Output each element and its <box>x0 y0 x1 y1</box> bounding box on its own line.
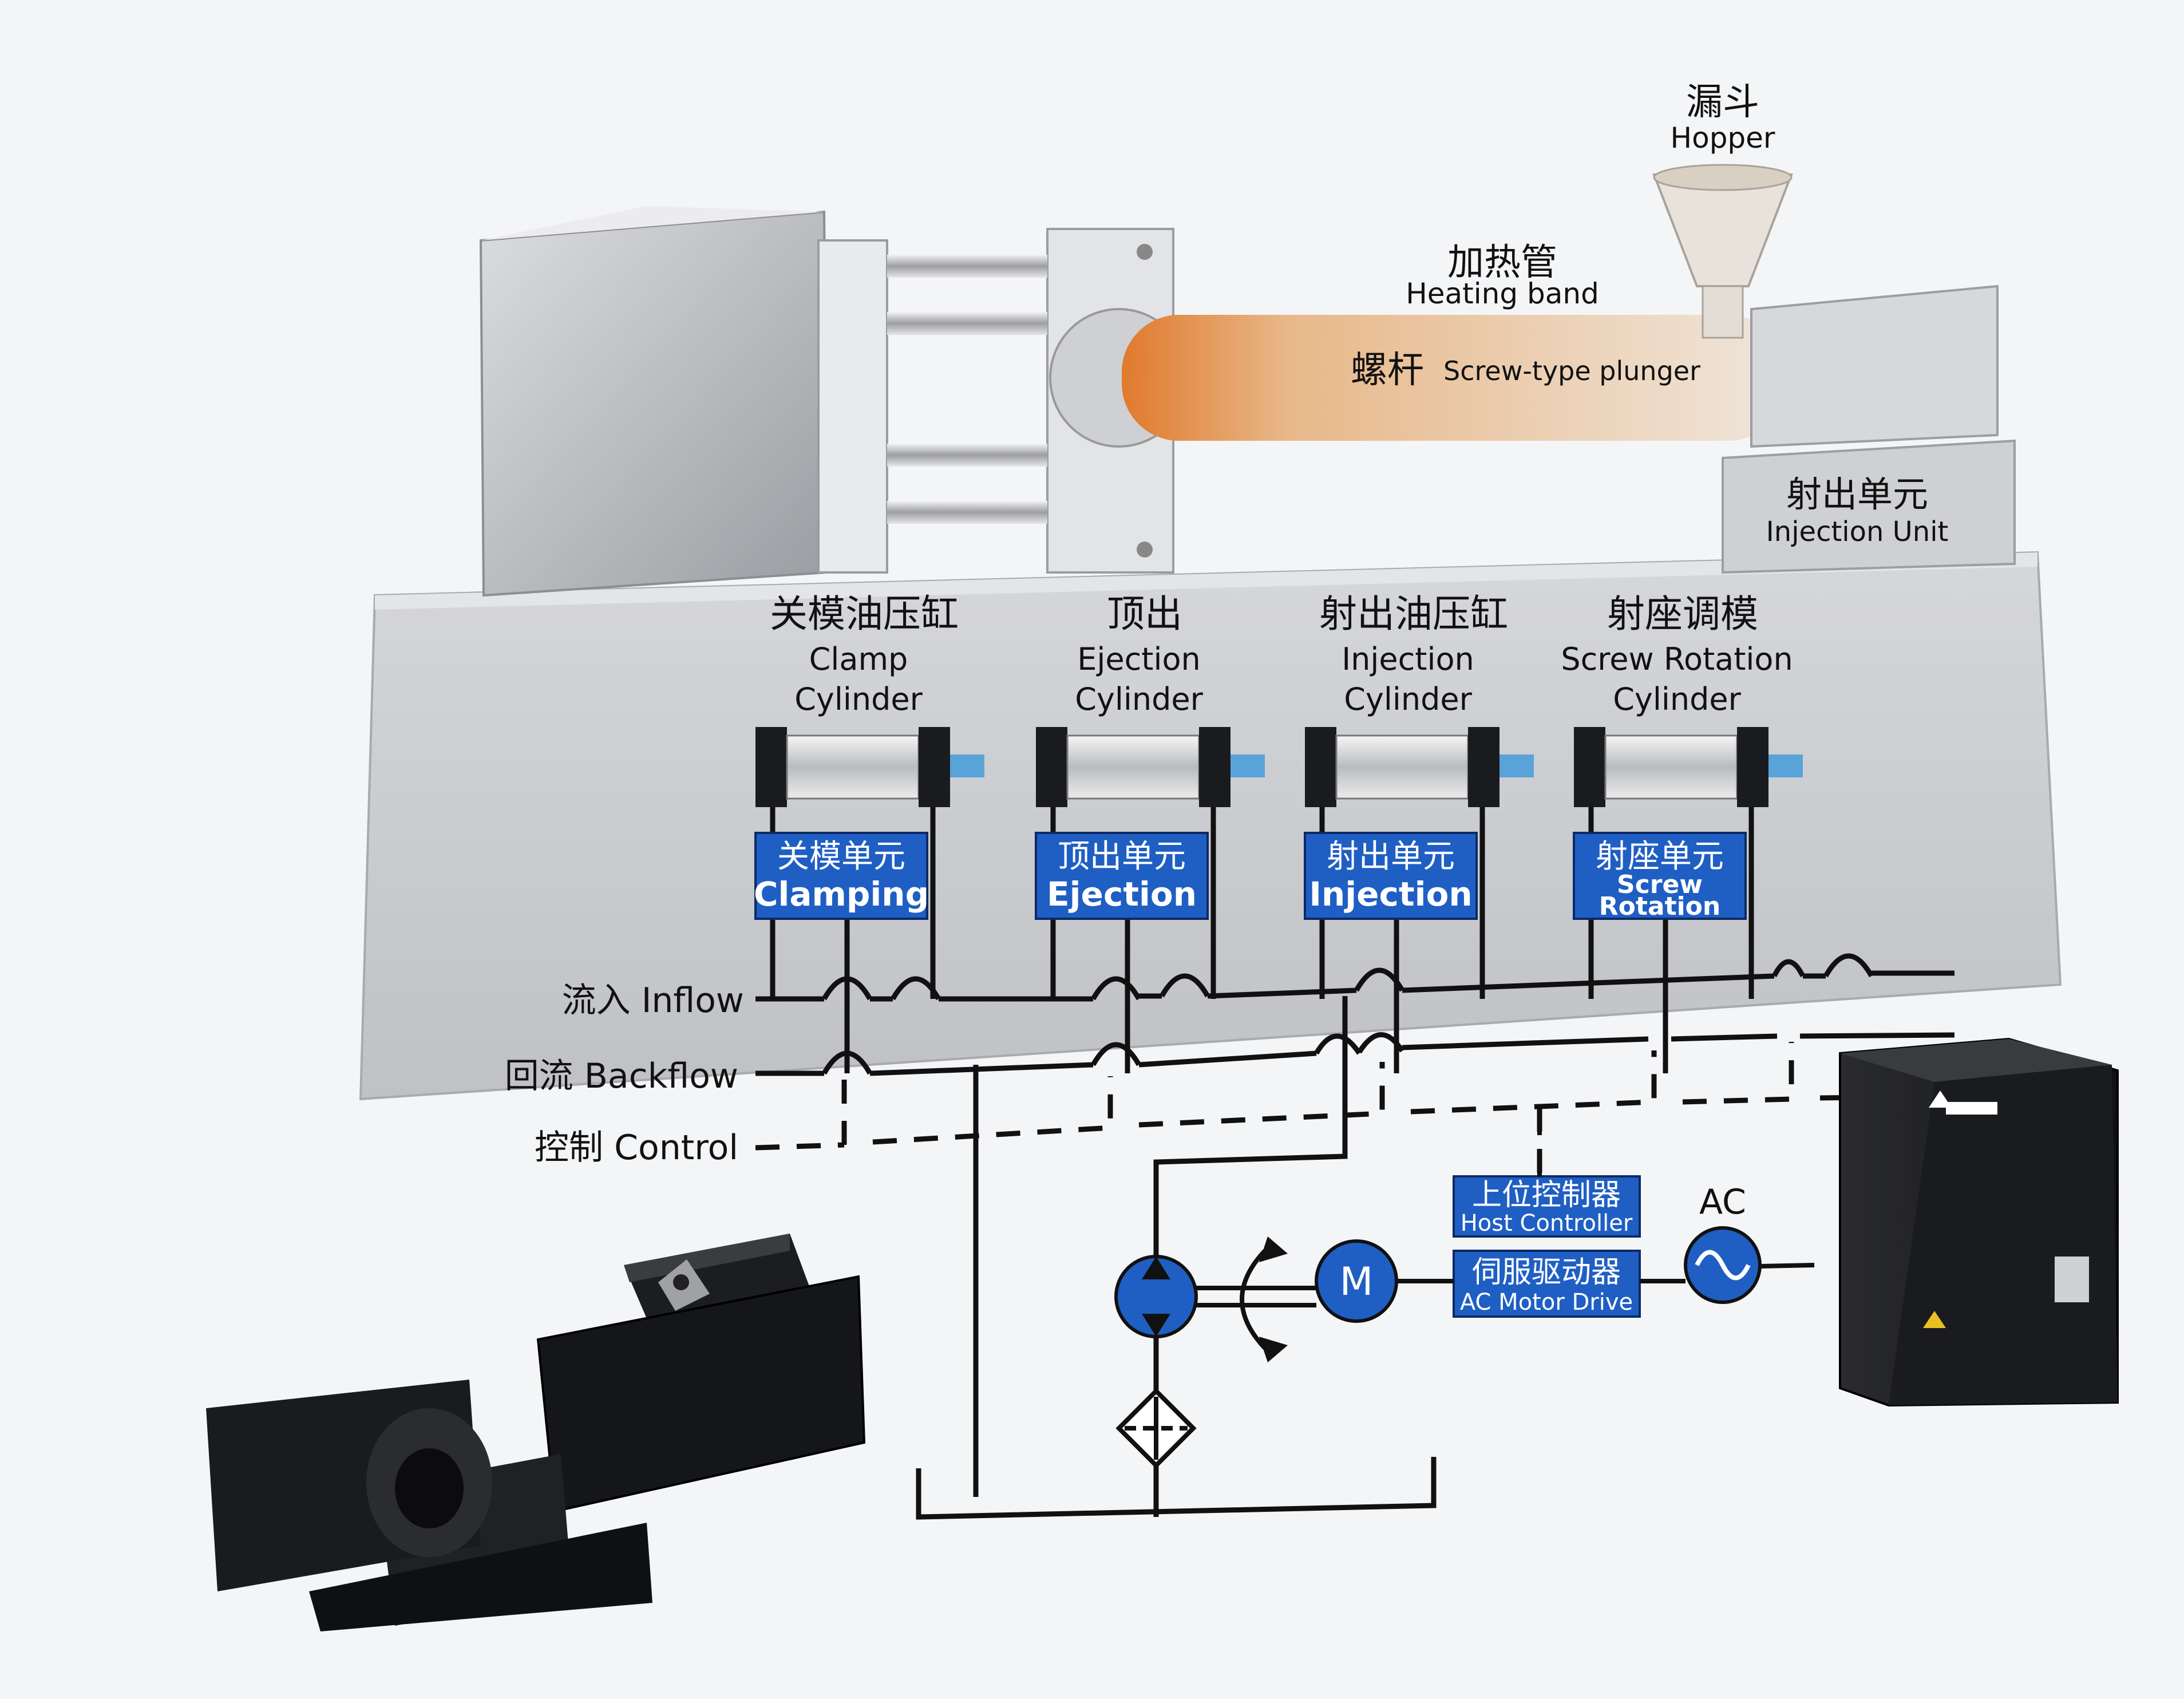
host-controller-box: 上位控制器 Host Controller <box>1453 1175 1641 1238</box>
cylinder-end-cap <box>1468 727 1499 807</box>
injection-unit-label-cn: 射出单元 <box>1786 473 1928 515</box>
heating-label-cn: 加热管 <box>1447 242 1557 284</box>
cylinder-body <box>786 734 920 800</box>
inflow-label: 流入 Inflow <box>562 981 744 1021</box>
motor-symbol-label: M <box>1340 1259 1374 1305</box>
cylinder-title-en-2: Cylinder <box>1075 681 1203 717</box>
unit-box-label-en-2: Rotation <box>1599 892 1721 921</box>
cylinder-title-en: Clamp <box>809 641 908 677</box>
unit-box-label-en: Ejection <box>1047 875 1197 914</box>
unit-box-label-en: Injection <box>1309 875 1472 914</box>
heating-barrel <box>1122 315 1786 441</box>
unit-box-label-cn: 顶出单元 <box>1058 838 1186 875</box>
unit-box-label-en: Clamping <box>754 875 929 914</box>
motor-drive-label-en: AC Motor Drive <box>1460 1289 1633 1315</box>
cylinder-body <box>1066 734 1200 800</box>
ac-label: AC <box>1699 1182 1746 1222</box>
hopper-label-en: Hopper <box>1671 121 1775 155</box>
screw-label-en: Screw-type plunger <box>1443 355 1700 386</box>
hopper-label-cn: 漏斗 <box>1686 81 1759 124</box>
screw-label-cn: 螺杆 <box>1351 349 1424 392</box>
host-controller-label-cn: 上位控制器 <box>1472 1178 1621 1212</box>
unit-box <box>1304 832 1478 920</box>
servo-motor-pump-unit <box>206 1234 866 1631</box>
cylinder-title-en: Injection <box>1342 641 1474 677</box>
unit-box <box>754 832 928 920</box>
unit-box-label-cn: 关模单元 <box>777 838 905 875</box>
unit-box <box>1573 832 1747 920</box>
moving-platen <box>817 239 888 574</box>
cylinder-title-en: Ejection <box>1077 641 1200 677</box>
cylinder-rod <box>1499 754 1534 777</box>
cylinder-end-cap <box>1199 727 1231 807</box>
cylinder-rod <box>1231 754 1265 777</box>
backflow-label: 回流 Backflow <box>505 1056 738 1096</box>
injection-unit-label-en: Injection Unit <box>1766 516 1949 548</box>
injection-machine <box>359 164 2062 1101</box>
heating-label-en: Heating band <box>1406 277 1599 310</box>
control-label: 控制 Control <box>535 1128 738 1168</box>
cylinder-title-cn: 顶出 <box>1107 592 1182 636</box>
backflow-line <box>755 1032 1955 1076</box>
cylinder-end-cap <box>1036 727 1067 807</box>
cylinder-end-cap <box>1737 727 1768 807</box>
cylinder-end-cap <box>1574 727 1605 807</box>
hopper <box>1652 173 1793 287</box>
cylinder-title-en: Screw Rotation <box>1561 641 1793 677</box>
unit-box-label-cn: 射出单元 <box>1327 838 1455 875</box>
cylinder-title-en-2: Cylinder <box>794 681 923 717</box>
cylinder-title-cn: 射出油压缸 <box>1319 592 1508 636</box>
cylinder-body <box>1604 734 1738 800</box>
unit-box <box>1035 832 1209 920</box>
host-controller-label-en: Host Controller <box>1461 1210 1633 1236</box>
cylinder-title-en-2: Cylinder <box>1613 681 1741 717</box>
cylinder-end-cap <box>1305 727 1336 807</box>
cylinder-rod <box>1768 754 1803 777</box>
ac-source-icon <box>1684 1226 1762 1304</box>
clamp-block <box>479 210 829 597</box>
motor-drive-label-cn: 伺服驱动器 <box>1472 1255 1621 1290</box>
unit-box-label-cn: 射座单元 <box>1596 838 1724 875</box>
tie-rod <box>887 255 1047 278</box>
hydraulic-pump <box>1114 1255 1198 1338</box>
cylinder-title-en-2: Cylinder <box>1344 681 1472 717</box>
cylinder-body <box>1335 734 1469 800</box>
cylinder-title-cn: 关模油压缸 <box>770 592 959 636</box>
cylinder-end-cap <box>755 727 787 807</box>
servo-drive-unit <box>1839 1037 2119 1407</box>
injection-unit-body <box>1750 285 1999 448</box>
hydraulic-lines <box>755 953 1955 1520</box>
cylinder-title-cn: 射座调模 <box>1607 592 1758 636</box>
motor-drive-box: 伺服驱动器 AC Motor Drive <box>1453 1250 1641 1318</box>
inflow-line <box>755 970 1954 1002</box>
pump-motor-shaft <box>1196 1236 1316 1362</box>
cylinder-rod <box>950 754 984 777</box>
control-line <box>755 1042 1955 1151</box>
filter-symbol <box>1115 1388 1197 1469</box>
unit-box-label-en: Screw <box>1617 870 1703 899</box>
cylinder-end-cap <box>919 727 950 807</box>
